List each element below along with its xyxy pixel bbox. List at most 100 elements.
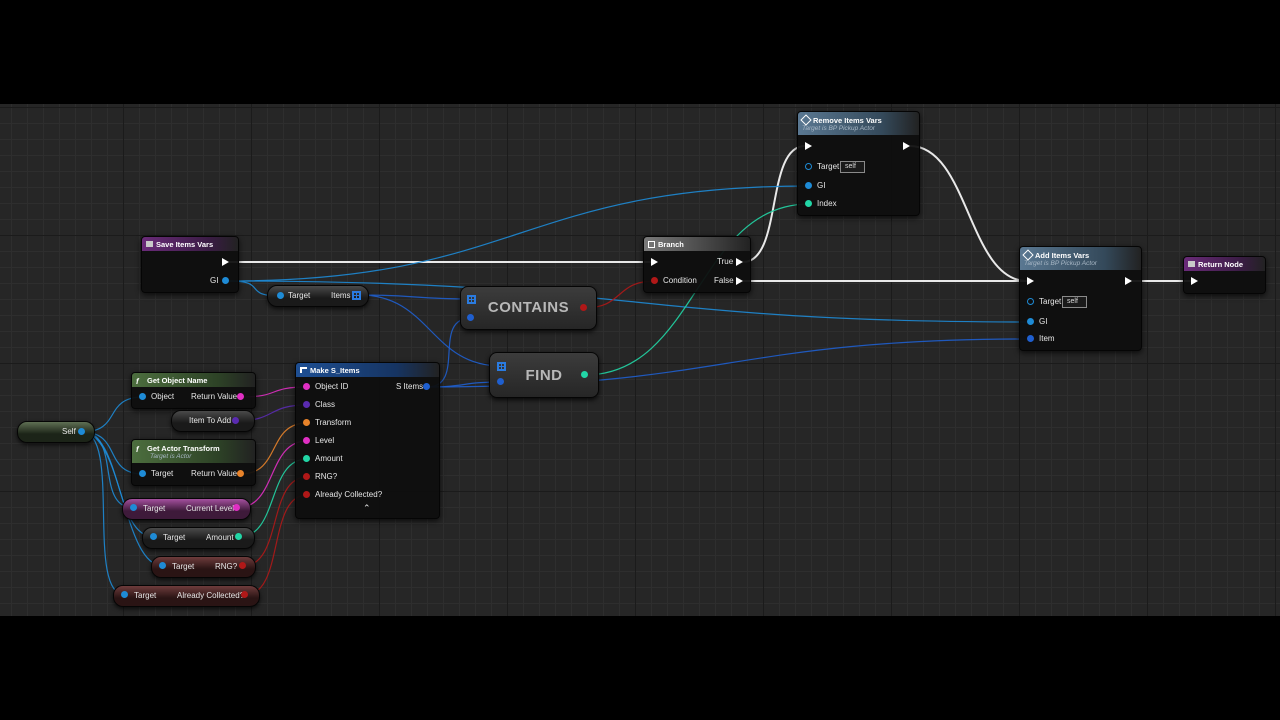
return-value-output-pin[interactable] bbox=[237, 470, 244, 477]
transform-input-pin[interactable] bbox=[303, 419, 310, 426]
return-value-output-pin[interactable] bbox=[237, 393, 244, 400]
target-input-pin[interactable] bbox=[121, 591, 128, 598]
add-items-vars-node[interactable]: Add Items Vars Target is BP Pickup Actor bbox=[1019, 246, 1142, 351]
already-collected-input-pin[interactable] bbox=[303, 491, 310, 498]
self-reference-node[interactable]: Self bbox=[17, 421, 95, 443]
pin-label-current-level: Current Level bbox=[186, 504, 235, 513]
find-index-output-pin[interactable] bbox=[581, 371, 588, 378]
pin-label-object-id: Object ID bbox=[315, 382, 349, 391]
pin-label-target: Target bbox=[143, 504, 166, 513]
index-input-pin[interactable] bbox=[805, 200, 812, 207]
pin-label-target: Target bbox=[163, 533, 186, 542]
condition-input-pin[interactable] bbox=[651, 277, 658, 284]
branch-node[interactable]: Branch bbox=[643, 236, 751, 293]
array-input-pin[interactable] bbox=[497, 362, 506, 371]
target-input-pin[interactable] bbox=[130, 504, 137, 511]
target-input-pin[interactable] bbox=[159, 562, 166, 569]
pin-label-return-value: Return Value bbox=[191, 392, 238, 401]
pin-label-s-items: S Items bbox=[396, 382, 424, 391]
pin-label-true: True bbox=[717, 257, 734, 266]
exec-in-pin[interactable] bbox=[1191, 277, 1198, 285]
amount-input-pin[interactable] bbox=[303, 455, 310, 462]
current-level-getter-node[interactable] bbox=[122, 498, 251, 520]
gi-input-pin[interactable] bbox=[1027, 318, 1034, 325]
node-title: Get Object Name bbox=[147, 375, 208, 385]
pin-label-class: Class bbox=[315, 400, 336, 409]
pin-label-items: Items bbox=[331, 291, 351, 300]
pin-label-transform: Transform bbox=[315, 418, 352, 427]
contains-item-pin[interactable] bbox=[467, 314, 474, 321]
pin-label-target: Target bbox=[134, 591, 157, 600]
false-exec-out-pin[interactable] bbox=[736, 277, 743, 285]
node-title: Remove Items Vars bbox=[813, 115, 882, 125]
array-input-pin[interactable] bbox=[467, 295, 476, 304]
target-input-pin[interactable] bbox=[277, 292, 284, 299]
contains-node[interactable]: CONTAINS bbox=[460, 286, 597, 330]
target-input-pin[interactable] bbox=[150, 533, 157, 540]
true-exec-out-pin[interactable] bbox=[736, 258, 743, 266]
exec-out-pin[interactable] bbox=[1125, 277, 1132, 285]
pin-label-amount: Amount bbox=[315, 454, 343, 463]
gi-input-pin[interactable] bbox=[805, 182, 812, 189]
contains-title: CONTAINS bbox=[487, 299, 570, 316]
amount-getter-node[interactable] bbox=[142, 527, 255, 549]
exec-in-pin[interactable] bbox=[651, 258, 658, 266]
target-self-field[interactable]: self bbox=[1062, 296, 1087, 308]
object-input-pin[interactable] bbox=[139, 393, 146, 400]
return-node[interactable]: Return Node bbox=[1183, 256, 1266, 294]
contains-bool-output-pin[interactable] bbox=[580, 304, 587, 311]
item-input-pin[interactable] bbox=[1027, 335, 1034, 342]
target-self-field[interactable]: self bbox=[840, 161, 865, 173]
target-input-pin[interactable] bbox=[805, 163, 812, 170]
pin-label-condition: Condition bbox=[663, 276, 697, 285]
self-output-pin[interactable] bbox=[78, 428, 85, 435]
pin-label-index: Index bbox=[817, 199, 837, 208]
already-collected-output-pin[interactable] bbox=[241, 591, 248, 598]
rng-output-pin[interactable] bbox=[239, 562, 246, 569]
pin-label-already-collected: Already Collected? bbox=[315, 490, 383, 499]
node-title: Get Actor Transform bbox=[147, 443, 220, 453]
pin-label-already-collected: Already Collected? bbox=[177, 591, 245, 600]
exec-in-pin[interactable] bbox=[1027, 277, 1034, 285]
exec-out-pin[interactable] bbox=[903, 142, 910, 150]
class-output-pin[interactable] bbox=[232, 417, 239, 424]
pin-label-target: Target bbox=[817, 162, 840, 171]
pin-label-false: False bbox=[714, 276, 734, 285]
find-node[interactable]: FIND bbox=[489, 352, 599, 398]
target-input-pin[interactable] bbox=[1027, 298, 1034, 305]
rng-getter-node[interactable] bbox=[151, 556, 256, 578]
target-input-pin[interactable] bbox=[139, 470, 146, 477]
find-item-pin[interactable] bbox=[497, 378, 504, 385]
node-title: Make S_Items bbox=[310, 365, 360, 375]
gi-output-pin[interactable] bbox=[222, 277, 229, 284]
make-struct-icon bbox=[300, 367, 307, 373]
already-collected-getter-node[interactable] bbox=[113, 585, 260, 607]
array-grid-icon[interactable] bbox=[352, 291, 361, 300]
class-input-pin[interactable] bbox=[303, 401, 310, 408]
exec-in-pin[interactable] bbox=[805, 142, 812, 150]
item-to-add-label: Item To Add bbox=[189, 416, 232, 425]
items-getter-node[interactable] bbox=[267, 285, 369, 307]
exec-out-pin[interactable] bbox=[222, 258, 229, 266]
pin-label-amount: Amount bbox=[206, 533, 234, 542]
make-s-items-node[interactable]: Make S_Items bbox=[295, 362, 440, 519]
find-title: FIND bbox=[525, 367, 563, 384]
current-level-output-pin[interactable] bbox=[233, 504, 240, 511]
collapse-chevron-icon[interactable]: ⌃ bbox=[363, 503, 371, 513]
pin-label-object: Object bbox=[151, 392, 175, 401]
node-title: Add Items Vars bbox=[1035, 250, 1090, 260]
function-icon: f bbox=[136, 444, 139, 454]
level-input-pin[interactable] bbox=[303, 437, 310, 444]
function-icon bbox=[146, 241, 153, 247]
object-id-input-pin[interactable] bbox=[303, 383, 310, 390]
amount-output-pin[interactable] bbox=[235, 533, 242, 540]
s-items-output-pin[interactable] bbox=[423, 383, 430, 390]
rng-input-pin[interactable] bbox=[303, 473, 310, 480]
pin-label-gi: GI bbox=[1039, 317, 1048, 326]
pin-label-target: Target bbox=[172, 562, 195, 571]
pin-label-target: Target bbox=[151, 469, 174, 478]
item-to-add-node[interactable]: Item To Add bbox=[171, 410, 255, 432]
pin-label-item: Item bbox=[1039, 334, 1055, 343]
